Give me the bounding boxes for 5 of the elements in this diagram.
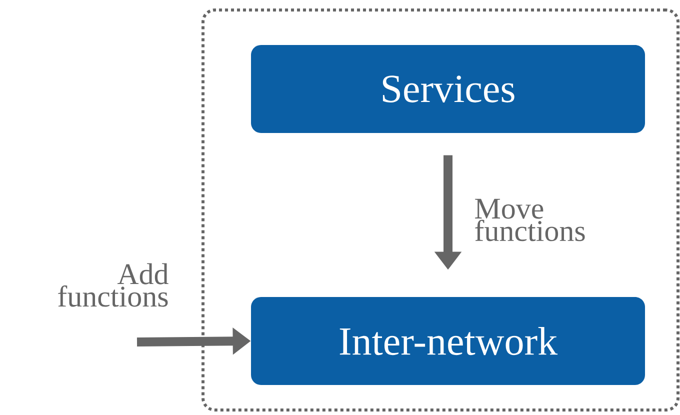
dotted-frame xyxy=(202,8,680,412)
process-box: Services xyxy=(251,45,645,133)
edge-label: Move functions xyxy=(475,198,585,242)
edge-label: Add functions xyxy=(58,263,168,307)
process-box: Inter-network xyxy=(251,297,645,385)
